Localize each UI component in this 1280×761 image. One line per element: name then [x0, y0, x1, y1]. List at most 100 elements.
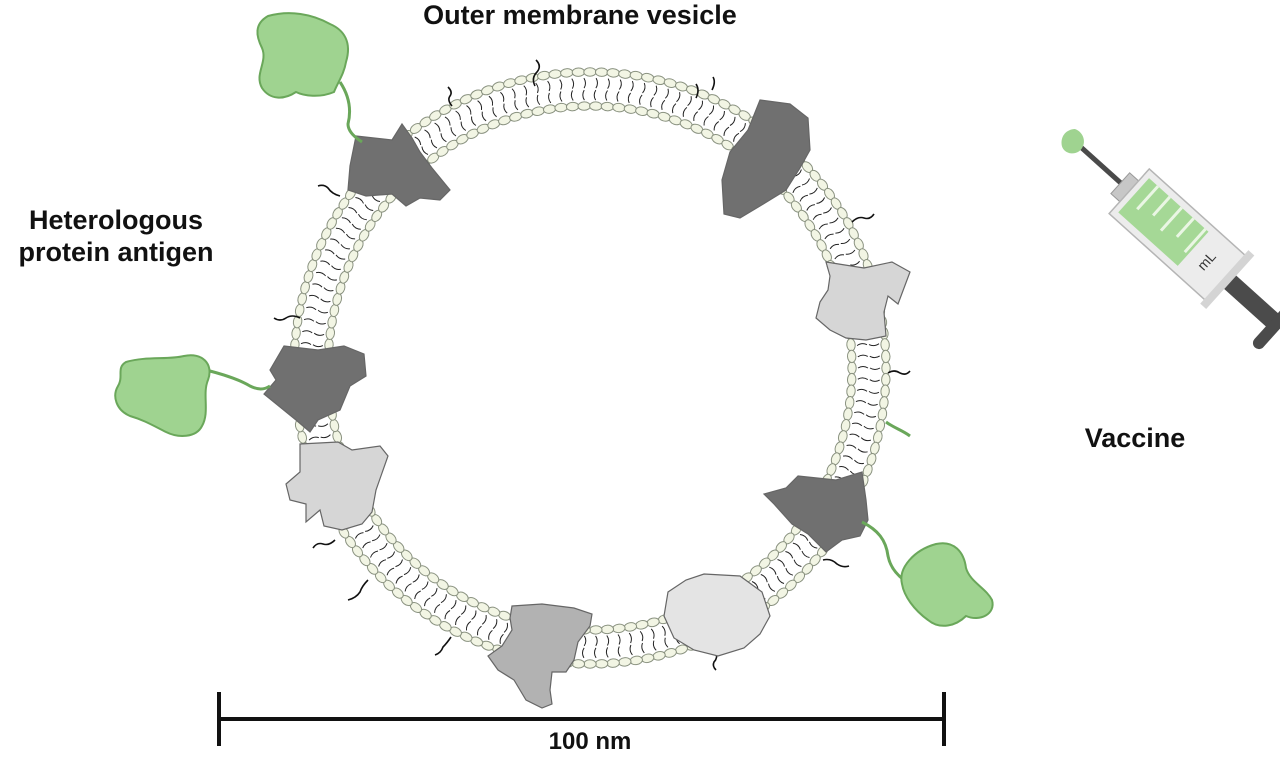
lps-strand [851, 213, 875, 223]
lipid-head [291, 326, 301, 340]
lipid-head [881, 349, 891, 364]
lipid-head [594, 67, 609, 77]
antigen-tether-left [205, 368, 271, 391]
lipid-head [548, 69, 562, 79]
lipid-head [332, 292, 343, 306]
lipid-head [840, 418, 851, 433]
antigen-blob-right [900, 542, 994, 627]
lps-strand [695, 76, 716, 99]
lipid-head [641, 653, 655, 664]
lps-strands [273, 59, 911, 671]
protein-light-left [285, 441, 389, 531]
lps-strand [887, 370, 911, 375]
lipid-head [880, 384, 890, 398]
scale-bar [217, 692, 946, 746]
protein-pale-bottom-right [663, 573, 771, 657]
lipid-head [554, 102, 568, 113]
antigen-stub-right [885, 420, 911, 438]
lipid-head [652, 75, 666, 86]
antigen-tether-right [861, 520, 905, 582]
lipid-head [531, 106, 545, 116]
lipid-head [843, 407, 853, 421]
lipid-head [847, 361, 857, 375]
lipid-head [297, 430, 308, 444]
lipid-head [641, 72, 655, 83]
lipid-head [606, 68, 620, 78]
lipid-head [623, 622, 638, 632]
lps-strand [317, 184, 341, 197]
lipid-head [837, 430, 848, 444]
lipid-head [503, 78, 517, 88]
lipid-head [329, 418, 340, 433]
lipid-head [846, 338, 856, 352]
syringe-plunger-rod [1224, 275, 1280, 328]
lipid-head [612, 623, 626, 634]
lipid-head [514, 75, 528, 86]
lipid-heads [289, 67, 891, 669]
protein-light-right [815, 261, 911, 341]
lipid-head [612, 102, 626, 113]
lipid-head [325, 326, 336, 340]
lipid-head [629, 70, 643, 81]
lipid-head [297, 292, 308, 306]
lps-strand [273, 315, 301, 321]
syringe-liquid [1118, 178, 1209, 266]
lipid-head [618, 69, 632, 79]
syringe-icon: mL [1061, 128, 1280, 350]
lipid-head [663, 648, 677, 658]
antigen-label-line1: Heterologous [28, 205, 203, 235]
lipid-head [329, 303, 340, 318]
vaccine-label: Vaccine [1084, 423, 1186, 453]
lipid-head [844, 396, 855, 410]
lipid-head [600, 101, 615, 112]
lipid-head [327, 315, 337, 329]
protein-mid-bottom [487, 603, 593, 709]
lipid-head [623, 104, 638, 114]
antigen-blob-left [114, 354, 211, 437]
lipid-head [560, 68, 574, 78]
lipid-head [606, 658, 620, 668]
lps-strand [532, 59, 541, 87]
lipid-head [525, 72, 539, 83]
lps-strand [822, 558, 850, 568]
lipid-head [537, 70, 551, 81]
antigen-label: Heterologous protein antigen [0, 205, 232, 269]
lipid-head [294, 303, 305, 317]
lipid-head [300, 281, 310, 295]
lipid-head [881, 372, 891, 387]
lipid-head [846, 349, 857, 364]
diagram-title: Outer membrane vesicle [423, 0, 737, 30]
lipid-head [583, 67, 597, 77]
lipid-head [594, 659, 609, 669]
lipid-head [652, 650, 666, 661]
lipid-head [577, 101, 591, 111]
lipid-head [600, 624, 615, 635]
lipid-head [846, 372, 857, 387]
scale-label: 100 nm [548, 728, 632, 755]
lipid-head [565, 101, 580, 112]
lipid-head [542, 104, 557, 114]
lipid-head [846, 384, 856, 398]
lipid-head [870, 441, 880, 455]
lipid-head [635, 620, 649, 630]
lps-strand [347, 579, 369, 601]
lipid-head [629, 655, 643, 666]
lipid-head [875, 419, 886, 433]
lipid-head [571, 67, 586, 77]
lps-strand [312, 539, 336, 549]
lipid-head [872, 430, 883, 444]
syringe-plunger-thumb [1252, 298, 1280, 350]
lipid-head [618, 657, 632, 667]
lipid-head [646, 617, 660, 628]
heterologous-antigens [114, 12, 994, 627]
lipid-head [589, 625, 603, 635]
membrane-proteins [263, 99, 911, 709]
protein-dark-top-left [347, 122, 451, 207]
lipid-head [635, 106, 649, 116]
lipid-head [663, 78, 677, 88]
lipid-head [877, 407, 888, 421]
lipid-head [589, 101, 603, 111]
lps-strand [434, 636, 452, 656]
protein-dark-top-right [721, 99, 811, 219]
